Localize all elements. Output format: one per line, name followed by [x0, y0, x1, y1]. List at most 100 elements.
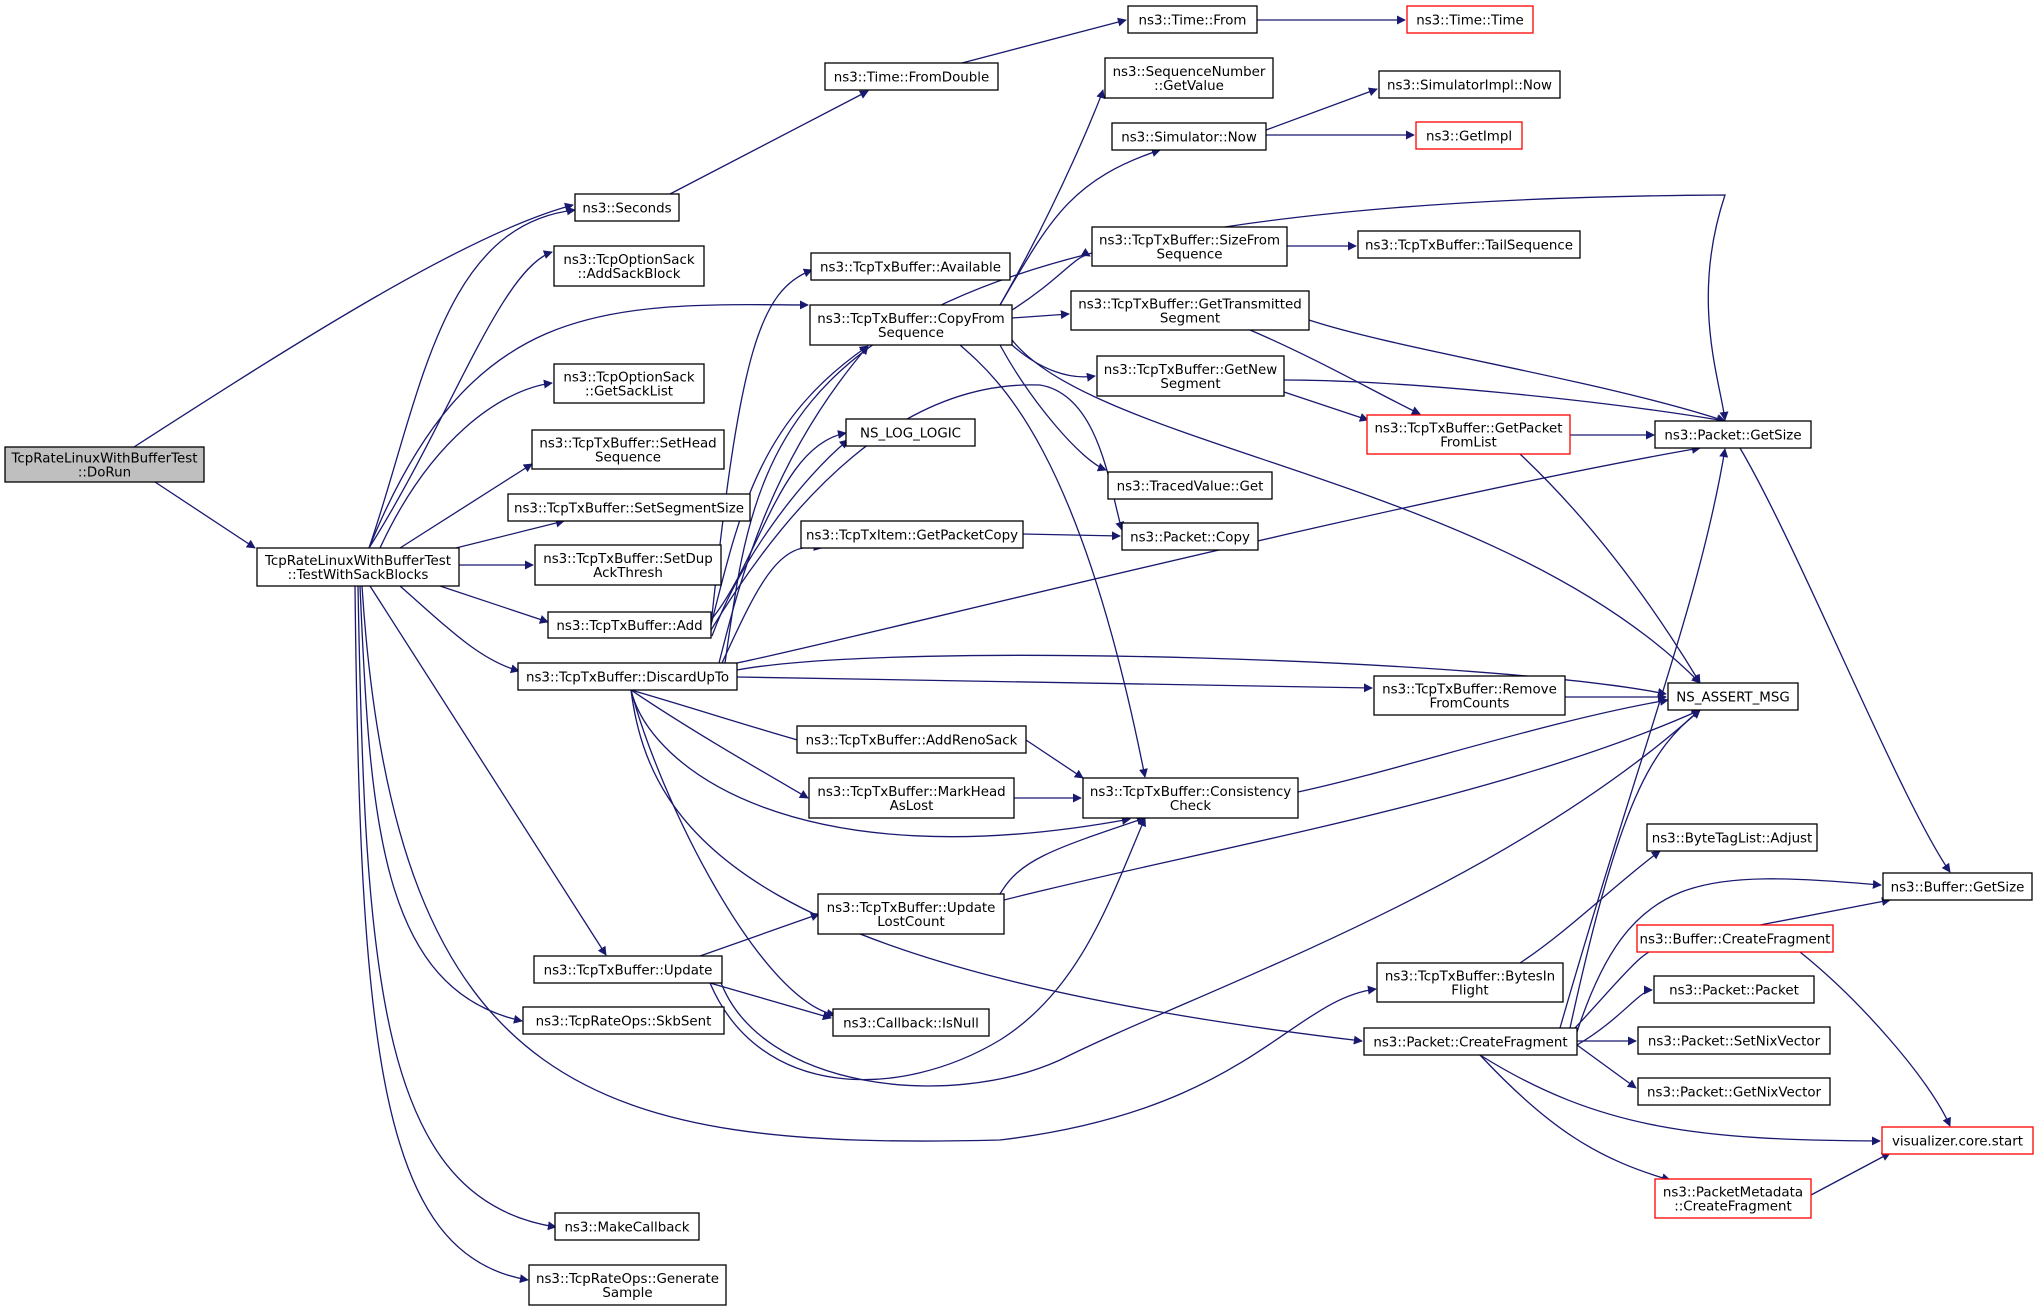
- node-box[interactable]: [1366, 414, 1571, 455]
- node-getnix[interactable]: ns3::Packet::GetNixVector: [1637, 1077, 1831, 1106]
- node-setnix[interactable]: ns3::Packet::SetNixVector: [1637, 1026, 1831, 1055]
- node-box[interactable]: [1121, 522, 1259, 551]
- node-getsacklist[interactable]: ns3::TcpOptionSack::GetSackList: [553, 363, 705, 404]
- node-box[interactable]: [1107, 471, 1273, 500]
- node-box[interactable]: [1104, 57, 1274, 99]
- node-discard[interactable]: ns3::TcpTxBuffer::DiscardUpTo: [517, 662, 738, 691]
- node-box[interactable]: [1636, 924, 1834, 953]
- node-box[interactable]: [1637, 1077, 1831, 1106]
- node-box[interactable]: [533, 955, 723, 984]
- node-box[interactable]: [1646, 823, 1818, 852]
- node-box[interactable]: [1654, 420, 1812, 449]
- node-box[interactable]: [1654, 1178, 1812, 1219]
- node-box[interactable]: [808, 777, 1015, 819]
- node-pktcopy[interactable]: ns3::Packet::Copy: [1121, 522, 1259, 551]
- node-box[interactable]: [1406, 5, 1534, 34]
- node-box[interactable]: [1415, 121, 1523, 150]
- node-box[interactable]: [554, 1212, 700, 1241]
- node-simnow[interactable]: ns3::Simulator::Now: [1111, 122, 1267, 151]
- node-box[interactable]: [553, 363, 705, 404]
- node-skbsent[interactable]: ns3::TcpRateOps::SkbSent: [522, 1006, 725, 1035]
- node-box[interactable]: [547, 611, 712, 639]
- node-box[interactable]: [824, 62, 999, 91]
- node-update[interactable]: ns3::TcpTxBuffer::Update: [533, 955, 723, 984]
- node-seqget[interactable]: ns3::SequenceNumber::GetValue: [1104, 57, 1274, 99]
- node-getimpl[interactable]: ns3::GetImpl: [1415, 121, 1523, 150]
- node-fromdouble[interactable]: ns3::Time::FromDouble: [824, 62, 999, 91]
- node-box[interactable]: [817, 893, 1005, 935]
- node-box[interactable]: [1637, 1026, 1831, 1055]
- node-bufgetsize[interactable]: ns3::Buffer::GetSize: [1882, 872, 2033, 901]
- node-box[interactable]: [1363, 1027, 1578, 1056]
- node-box[interactable]: [1082, 777, 1299, 819]
- node-box[interactable]: [574, 193, 680, 222]
- node-nslog[interactable]: NS_LOG_LOGIC: [845, 418, 976, 447]
- node-box[interactable]: [4, 446, 205, 483]
- node-box[interactable]: [1091, 226, 1288, 267]
- node-timetime[interactable]: ns3::Time::Time: [1406, 5, 1534, 34]
- node-pktfrag[interactable]: ns3::Packet::CreateFragment: [1363, 1027, 1578, 1056]
- node-add[interactable]: ns3::TcpTxBuffer::Add: [547, 611, 712, 639]
- node-box[interactable]: [522, 1006, 725, 1035]
- node-makecb[interactable]: ns3::MakeCallback: [554, 1212, 700, 1241]
- node-timefrom[interactable]: ns3::Time::From: [1127, 5, 1258, 34]
- node-buffrag[interactable]: ns3::Buffer::CreateFragment: [1636, 924, 1834, 953]
- node-dorun[interactable]: TcpRateLinuxWithBufferTest::DoRun: [4, 446, 205, 483]
- node-simimplnow[interactable]: ns3::SimulatorImpl::Now: [1378, 70, 1561, 99]
- node-box[interactable]: [1357, 230, 1581, 259]
- node-tailseq[interactable]: ns3::TcpTxBuffer::TailSequence: [1357, 230, 1581, 259]
- node-pmfrag[interactable]: ns3::PacketMetadata::CreateFragment: [1654, 1178, 1812, 1219]
- node-box[interactable]: [553, 245, 705, 287]
- node-box[interactable]: [1882, 872, 2033, 901]
- node-assert[interactable]: NS_ASSERT_MSG: [1667, 682, 1799, 711]
- node-tracedget[interactable]: ns3::TracedValue::Get: [1107, 471, 1273, 500]
- node-box[interactable]: [528, 1264, 727, 1306]
- node-box[interactable]: [810, 252, 1011, 281]
- node-box[interactable]: [1667, 682, 1799, 711]
- node-box[interactable]: [1111, 122, 1267, 151]
- node-box[interactable]: [800, 520, 1024, 549]
- node-isnull[interactable]: ns3::Callback::IsNull: [832, 1008, 990, 1037]
- node-box[interactable]: [1070, 290, 1310, 331]
- node-box[interactable]: [809, 304, 1013, 346]
- node-box[interactable]: [517, 662, 738, 691]
- node-viz[interactable]: visualizer.core.start: [1881, 1126, 2034, 1155]
- node-box[interactable]: [534, 544, 722, 586]
- node-box[interactable]: [256, 547, 460, 587]
- node-box[interactable]: [531, 429, 725, 470]
- node-setsegsize[interactable]: ns3::TcpTxBuffer::SetSegmentSize: [507, 493, 751, 522]
- node-getpktcopy[interactable]: ns3::TcpTxItem::GetPacketCopy: [800, 520, 1024, 549]
- node-box[interactable]: [507, 493, 751, 522]
- node-box[interactable]: [832, 1008, 990, 1037]
- node-pktgetsize[interactable]: ns3::Packet::GetSize: [1654, 420, 1812, 449]
- node-box[interactable]: [1373, 675, 1566, 716]
- node-box[interactable]: [1096, 355, 1285, 397]
- node-box[interactable]: [1376, 962, 1564, 1003]
- node-box[interactable]: [1127, 5, 1258, 34]
- node-box[interactable]: [1653, 975, 1815, 1004]
- node-box[interactable]: [845, 418, 976, 447]
- node-box[interactable]: [1881, 1126, 2034, 1155]
- node-addsack[interactable]: ns3::TcpOptionSack::AddSackBlock: [553, 245, 705, 287]
- node-addreno[interactable]: ns3::TcpTxBuffer::AddRenoSack: [796, 725, 1027, 754]
- node-box[interactable]: [796, 725, 1027, 754]
- node-testsack[interactable]: TcpRateLinuxWithBufferTest::TestWithSack…: [256, 547, 460, 587]
- node-available[interactable]: ns3::TcpTxBuffer::Available: [810, 252, 1011, 281]
- node-bytetag[interactable]: ns3::ByteTagList::Adjust: [1646, 823, 1818, 852]
- node-box[interactable]: [1378, 70, 1561, 99]
- node-seconds[interactable]: ns3::Seconds: [574, 193, 680, 222]
- node-pktpkt[interactable]: ns3::Packet::Packet: [1653, 975, 1815, 1004]
